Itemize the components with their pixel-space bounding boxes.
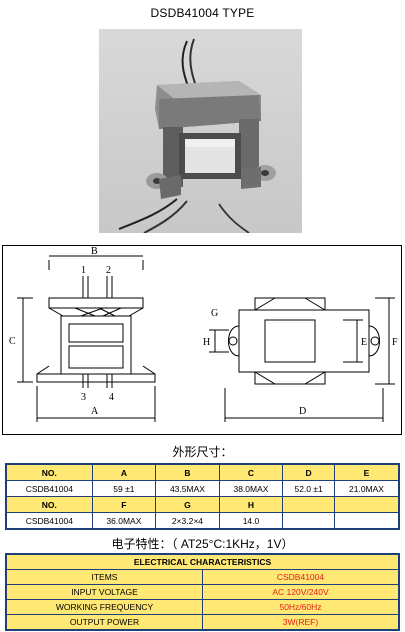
dimensions-value-row-1: CSDB41004 59 ±1 43.5MAX 38.0MAX 52.0 ±1 …	[5, 480, 400, 497]
header-cell	[282, 496, 336, 513]
electrical-row: INPUT VOLTAGE AC 120V/240V	[5, 584, 400, 600]
label-d: D	[299, 406, 306, 417]
value-cell: 38.0MAX	[218, 480, 284, 497]
electrical-row: WORKING FREQUENCY 50Hz/60Hz	[5, 599, 400, 615]
value-cell: 59 ±1	[91, 480, 157, 497]
value-cell: 21.0MAX	[334, 480, 400, 497]
header-cell: F	[91, 496, 157, 513]
header-cell: C	[218, 463, 284, 481]
label-3: 3	[81, 392, 86, 403]
electrical-value: CSDB41004	[202, 569, 400, 585]
dimensions-header-row-1: NO. A B C D E	[5, 463, 400, 481]
value-cell: CSDB41004	[5, 480, 93, 497]
electrical-row: OUTPUT POWER 3W(REF)	[5, 614, 400, 631]
electrical-value: 50Hz/60Hz	[202, 599, 400, 615]
label-f: F	[392, 337, 398, 348]
electrical-label: OUTPUT POWER	[5, 614, 203, 631]
header-cell	[334, 496, 400, 513]
label-4: 4	[109, 392, 114, 403]
page-title: DSDB41004 TYPE	[150, 6, 255, 20]
electrical-table-title: ELECTRICAL CHARACTERISTICS	[5, 553, 400, 570]
label-1: 1	[81, 265, 86, 276]
value-cell: 36.0MAX	[91, 512, 157, 530]
electrical-table: ELECTRICAL CHARACTERISTICS ITEMS CSDB410…	[5, 553, 400, 631]
label-g: G	[211, 308, 218, 319]
value-cell: 52.0 ±1	[282, 480, 336, 497]
electrical-label: INPUT VOLTAGE	[5, 584, 203, 600]
electrical-label: ITEMS	[5, 569, 203, 585]
label-e: E	[361, 337, 367, 348]
value-cell: CSDB41004	[5, 512, 93, 530]
value-cell: 14.0	[218, 512, 284, 530]
electrical-row: ITEMS CSDB41004	[5, 569, 400, 585]
header-cell: A	[91, 463, 157, 481]
value-cell: 2×3.2×4	[155, 512, 220, 530]
dimensions-header-row-2: NO. F G H	[5, 496, 400, 513]
dimensions-caption: 外形尺寸：	[172, 445, 233, 459]
header-cell: NO.	[5, 463, 93, 481]
label-a: A	[91, 406, 99, 417]
electrical-label: WORKING FREQUENCY	[5, 599, 203, 615]
electrical-title-row: ELECTRICAL CHARACTERISTICS	[5, 553, 400, 570]
header-cell: D	[282, 463, 336, 481]
header-cell: G	[155, 496, 220, 513]
electrical-value: 3W(REF)	[202, 614, 400, 631]
transformer-photo	[99, 29, 302, 233]
header-cell: H	[218, 496, 284, 513]
value-cell	[334, 512, 400, 530]
value-cell	[282, 512, 336, 530]
dimensions-value-row-2: CSDB41004 36.0MAX 2×3.2×4 14.0	[5, 512, 400, 530]
label-b: B	[91, 246, 98, 257]
electrical-caption: 电子特性：（ AT25°C:1KHz，1V）	[111, 537, 294, 551]
header-cell: E	[334, 463, 400, 481]
label-2: 2	[106, 265, 111, 276]
label-h: H	[203, 337, 210, 348]
dimension-drawing: B 1 2 C 3 4 A G H E F D	[2, 245, 402, 435]
label-c: C	[9, 336, 16, 347]
value-cell: 43.5MAX	[155, 480, 220, 497]
header-cell: NO.	[5, 496, 93, 513]
electrical-value: AC 120V/240V	[202, 584, 400, 600]
header-cell: B	[155, 463, 220, 481]
dimensions-table: NO. A B C D E CSDB41004 59 ±1 43.5MAX 38…	[5, 463, 400, 530]
